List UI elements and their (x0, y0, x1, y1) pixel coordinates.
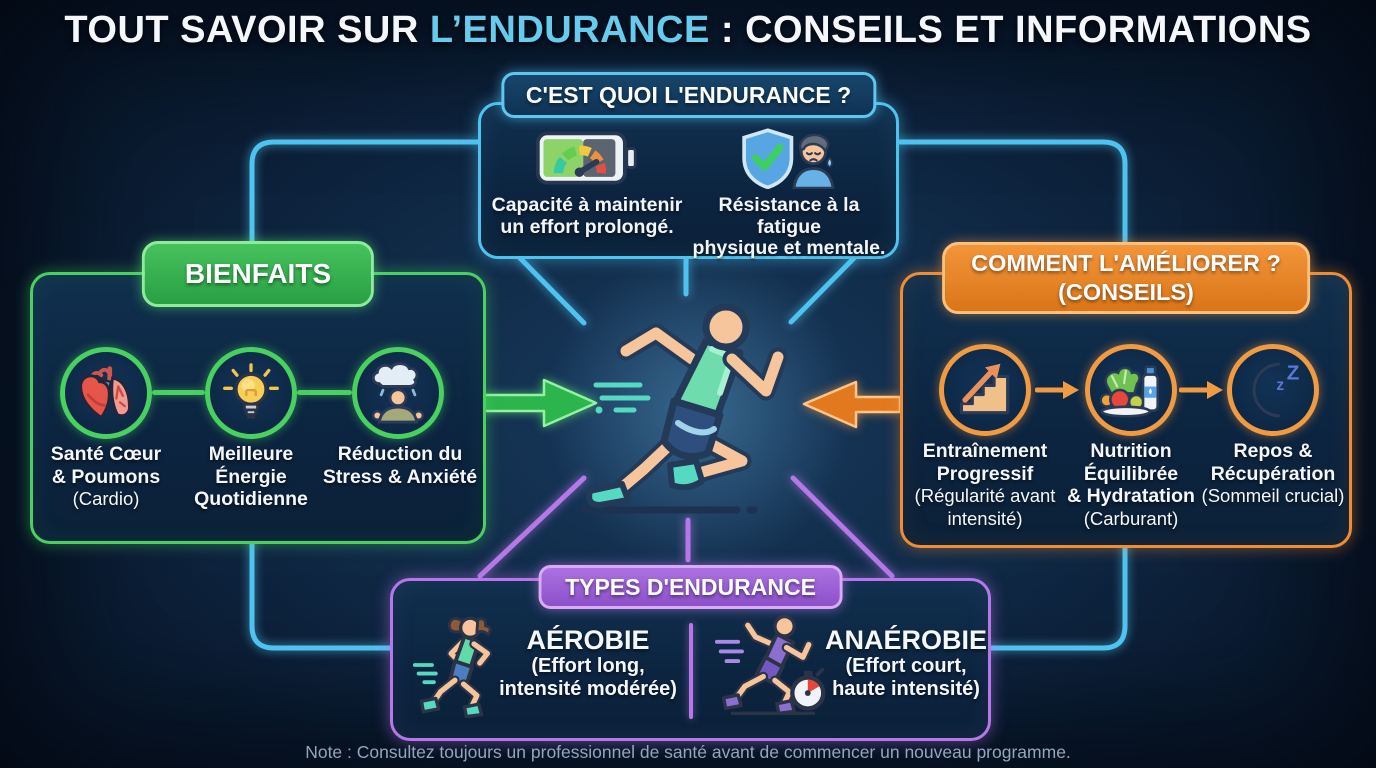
lightbulb-icon (223, 363, 279, 419)
definition-header: C'EST QUOI L'ENDURANCE ? (500, 72, 877, 118)
connector-definition-diagonal-left (515, 253, 587, 326)
heart-lungs-icon (79, 366, 131, 420)
benefits-arrow (478, 378, 598, 428)
jogger-icon (412, 616, 493, 719)
tips-arrow (802, 380, 902, 429)
definition-box: C'EST QUOI L'ENDURANCE ? Capacité (478, 72, 899, 260)
benefit-circle-stress (352, 347, 444, 439)
tip-circle-nutrition (1085, 344, 1177, 436)
progress-stairs-icon (959, 363, 1010, 415)
battery-gauge-icon (535, 131, 637, 185)
benefits-link-1 (152, 390, 205, 395)
stress-cloud-icon (371, 362, 425, 424)
speed-dot (595, 406, 603, 414)
tip-label-rest: Repos & Récupération (Sommeil crucial) (1201, 440, 1345, 506)
benefits-link-2 (297, 390, 352, 395)
svg-text:Z: Z (1287, 362, 1300, 385)
title-highlight: L’ENDURANCE (429, 9, 710, 51)
tip-circle-rest: z Z (1227, 344, 1319, 436)
benefit-label-stress: Réduction du Stress & Anxiété (322, 443, 478, 488)
footer-note: Note : Consultez toujours un professionn… (305, 742, 1071, 762)
connector-definition-to-tips (890, 139, 1128, 247)
tips-arrow-2 (1179, 381, 1223, 399)
benefit-label-energy: Meilleure Énergie Quotidienne (194, 443, 308, 510)
tips-arrow-1 (1035, 381, 1079, 399)
types-header: TYPES D'ENDURANCE (538, 565, 843, 609)
connector-types-diagonal-right (790, 475, 895, 579)
runner-illustration (586, 303, 788, 508)
type-anaerobic: ANAÉROBIE (Effort court, haute intensité… (824, 625, 987, 700)
tips-header: COMMENT L'AMÉLIORER ? (CONSEILS) (942, 242, 1310, 314)
tip-circle-training (939, 344, 1031, 436)
tip-label-training: Entraînement Progressif (Régularité avan… (914, 440, 1056, 529)
definition-item-resistance: Résistance à la fatigue physique et ment… (689, 127, 889, 260)
types-divider (689, 623, 693, 719)
page-title: TOUT SAVOIR SUR L’ENDURANCE : CONSEILS E… (64, 9, 1312, 51)
connector-tips-to-types-right (982, 539, 1128, 651)
benefit-label-heart: Santé Cœur & Poumons (Cardio) (50, 443, 162, 509)
benefit-circle-energy (205, 347, 297, 439)
benefits-box: BIENFAITS (30, 241, 486, 544)
benefit-circle-heart (60, 347, 152, 439)
runner-speed-lines (593, 382, 651, 413)
shield-fatigue-icon (742, 128, 835, 189)
types-box: TYPES D'ENDURANCE (390, 565, 991, 741)
nutrition-icon (1100, 365, 1159, 418)
tip-label-nutrition: Nutrition Équilibrée & Hydratation (Carb… (1067, 440, 1195, 529)
sprinter-icon (714, 614, 826, 716)
sleep-moon-icon: z Z (1252, 362, 1300, 418)
connector-definition-diagonal-right (788, 253, 859, 325)
benefits-header: BIENFAITS (141, 241, 375, 307)
type-aerobic: AÉROBIE (Effort long, intensité modérée) (499, 625, 677, 700)
definition-item-capacity: Capacité à maintenir un effort prolongé. (487, 127, 687, 238)
tips-box: COMMENT L'AMÉLIORER ? (CONSEILS) (900, 242, 1352, 548)
connector-types-diagonal-left (477, 475, 587, 579)
svg-text:z: z (1276, 377, 1284, 394)
